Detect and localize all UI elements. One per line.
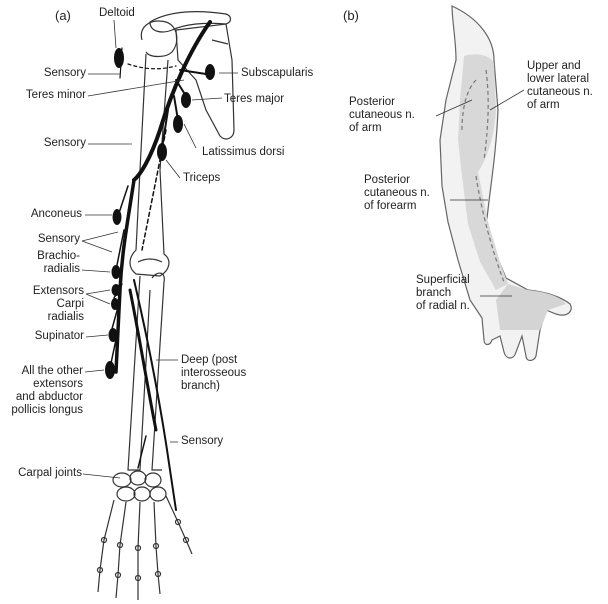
label-anconeus: Anconeus [16,208,82,221]
label-posterior-arm-2: cutaneous n. [349,109,415,122]
nerve-sensory-branch [134,280,176,510]
label-sensory-elbow: Sensory [20,233,80,246]
anconeus-ending [113,209,122,225]
shaded-area-hand [496,284,566,330]
label-posterior-arm-3: of arm [349,122,382,135]
label-deltoid: Deltoid [99,7,135,20]
label-sensory-lower: Sensory [181,435,223,448]
brachioradialis-ending [112,265,121,279]
label-superficial-3: of radial n. [416,300,470,313]
nerve-dashed-axillary [128,64,176,69]
triceps-ending [157,143,167,161]
nerve-main-trunk [134,22,210,180]
hand-bones [98,496,193,600]
humeral-head [141,21,176,57]
teres-major-ending [181,92,191,108]
label-deep-2: interosseous [181,367,246,380]
label-sensory-mid: Sensory [26,137,86,150]
label-superficial-2: branch [416,287,451,300]
label-brachio-2: radialis [20,263,80,276]
label-deep-3: branch) [181,380,220,393]
label-subscapularis: Subscapularis [241,67,313,80]
label-sensory-upper: Sensory [26,67,86,80]
label-all-other-2: extensors [2,378,83,391]
label-teres-minor: Teres minor [6,89,86,102]
label-upper-lower-3: cutaneous n. [527,86,593,99]
label-all-other-4: pollicis longus [2,404,83,417]
supinator-ending [109,328,118,342]
label-posterior-forearm-2: cutaneous n. [364,187,430,200]
label-supinator: Supinator [20,330,84,343]
label-triceps: Triceps [183,172,220,185]
panel-b-tag: (b) [343,8,359,23]
label-posterior-forearm-1: Posterior [364,174,410,187]
label-posterior-arm-1: Posterior [349,96,395,109]
label-all-other-1: All the other [2,365,83,378]
label-upper-lower-4: of arm [527,99,560,112]
label-brachio-1: Brachio- [20,250,80,263]
label-posterior-forearm-3: of forearm [364,200,416,213]
label-carpal-joints: Carpal joints [2,467,82,480]
carpi-ending [111,298,119,310]
label-deep-1: Deep (post [181,354,237,367]
label-latissimus-dorsi: Latissimus dorsi [202,146,284,159]
label-all-other-3: and abductor [2,391,83,404]
label-radialis: radialis [20,311,84,324]
label-carpi: Carpi [20,298,84,311]
carpal-bones [113,471,166,501]
humerus-bone [130,54,169,276]
panel-a-tag: (a) [55,8,71,23]
label-upper-lower-1: Upper and [527,60,581,73]
deltoid-ending [114,48,124,68]
muscle-endings [105,48,215,379]
subscapularis-ending [205,64,215,80]
latissimus-ending [173,115,183,133]
label-teres-major: Teres major [224,93,284,106]
other-extensors-ending [105,361,115,379]
label-extensors: Extensors [20,285,84,298]
label-upper-lower-2: lower lateral [527,73,589,86]
scapula-bone [176,24,234,139]
extensors-ending [112,284,121,296]
label-superficial-1: Superficial [416,274,470,287]
